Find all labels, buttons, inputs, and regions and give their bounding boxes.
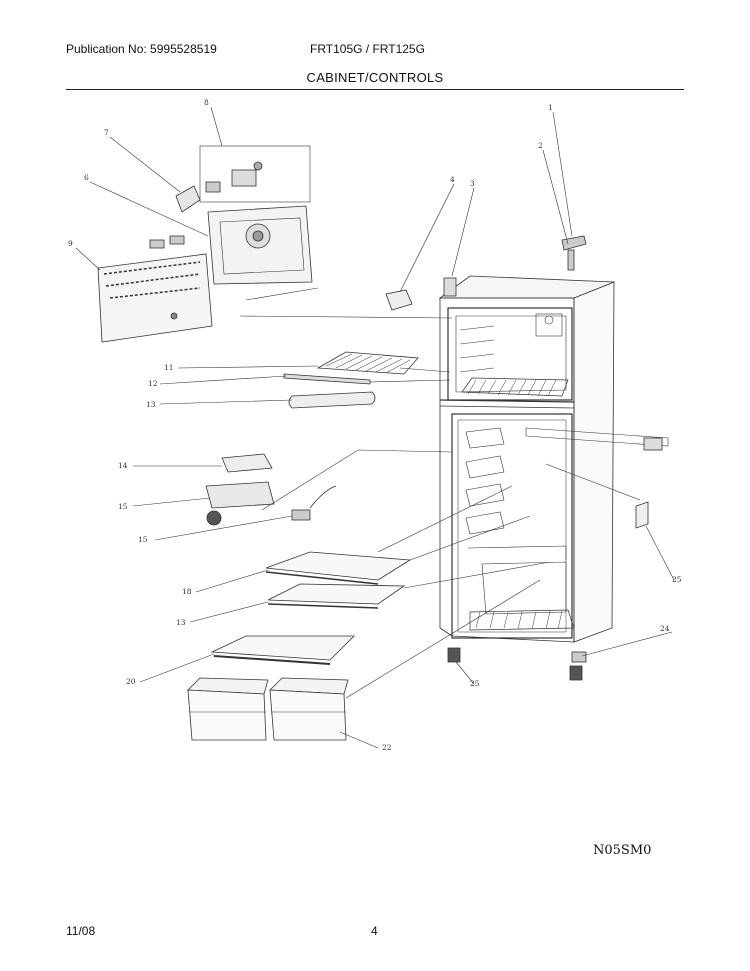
header-rule xyxy=(66,89,684,90)
callout-8: 8 xyxy=(204,98,209,107)
callout-1: 1 xyxy=(548,103,553,112)
callout-13b: 13 xyxy=(176,618,186,627)
callout-4: 4 xyxy=(450,175,455,184)
callout-12: 12 xyxy=(148,379,158,388)
callout-3: 3 xyxy=(470,179,475,188)
publication-number: Publication No: 5995528519 xyxy=(66,42,217,56)
page-number: 4 xyxy=(371,924,378,938)
freezer-shelf-parts xyxy=(283,351,419,409)
glass-shelves xyxy=(210,551,412,665)
diagram-code: N05SM0 xyxy=(593,843,652,858)
callout-22: 22 xyxy=(382,743,392,752)
callout-11: 11 xyxy=(164,363,174,372)
model-numbers: FRT105G / FRT125G xyxy=(310,42,425,56)
footer-date: 11/08 xyxy=(66,924,96,938)
control-panel xyxy=(97,235,213,343)
crisper-drawers xyxy=(187,677,349,741)
callout-20: 20 xyxy=(126,677,136,686)
callout-9: 9 xyxy=(68,239,73,248)
lamp-and-control-parts xyxy=(205,453,337,526)
callout-7: 7 xyxy=(104,128,109,137)
callout-15b: 15 xyxy=(138,535,148,544)
callout-18: 18 xyxy=(182,587,192,596)
callout-25a: 25 xyxy=(470,679,480,688)
control-housing-assembly xyxy=(175,145,313,285)
section-title: CABINET/CONTROLS xyxy=(306,70,444,85)
callout-14: 14 xyxy=(118,461,128,470)
refrigerator-cabinet xyxy=(385,235,669,681)
callout-6: 6 xyxy=(84,173,89,182)
callout-25b: 25 xyxy=(672,575,682,584)
callout-2: 2 xyxy=(538,141,543,150)
callout-15a: 15 xyxy=(118,502,128,511)
callout-13a: 13 xyxy=(146,400,156,409)
callout-labels: 1 2 3 4 6 7 8 9 11 12 13 14 15 15 18 13 … xyxy=(68,98,682,752)
callout-24: 24 xyxy=(660,624,670,633)
leader-lines xyxy=(75,106,675,749)
